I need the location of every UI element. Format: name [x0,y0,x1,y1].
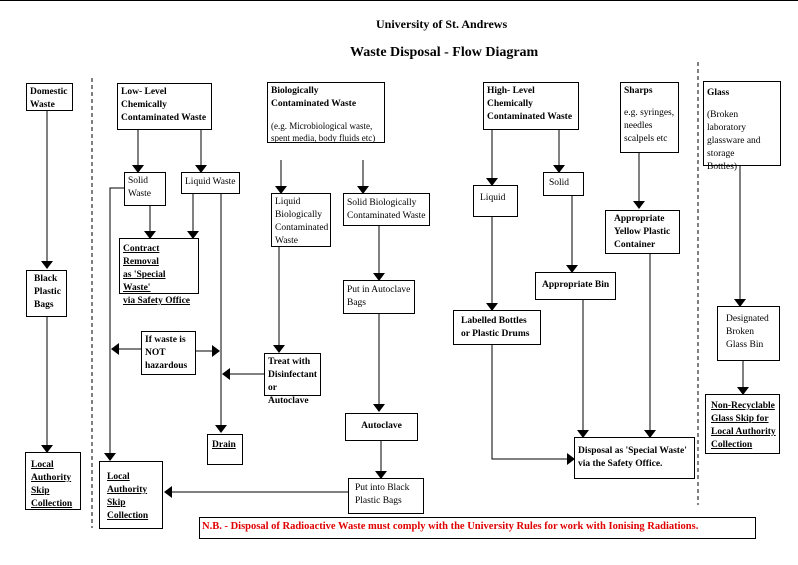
node-solid-waste: Solid Waste [124,172,166,206]
node-glass: Glass (Broken laboratory glassware and s… [703,81,781,172]
node-domestic-waste: Domestic Waste [26,83,73,111]
node-yellow-container: Appropriate Yellow Plastic Container [605,210,680,254]
edge-bottles-special [491,344,575,465]
glass-title: Glass [707,88,730,98]
sharps-examples: e.g. syringes, needles scalpels etc [624,108,675,144]
node-local-authority-skip-2: Local Authority Skip Collection [99,461,163,529]
node-black-plastic-bags: Black Plastic Bags [26,270,67,317]
node-black-bags-2: Put into Black Plastic Bags [348,478,424,514]
node-contract-removal: Contract Removal as 'Special Waste' via … [119,238,199,306]
node-hl-liquid: Liquid [473,185,518,217]
node-solid-biological: Solid Biologically Contaminated Waste [343,193,430,226]
edge-solid-skip [104,187,124,461]
top-border [0,0,798,1]
node-special-waste: Disposal as 'Special Waste' via the Safe… [574,437,695,479]
node-glass-bin: Designated Broken Glass Bin [717,306,780,361]
institution-heading: University of St. Andrews [376,17,508,31]
node-treat-disinfectant: Treat with Disinfectant or Autoclave [264,353,321,406]
radioactive-waste-note: N.B. - Disposal of Radioactive Waste mus… [199,517,756,539]
page-title: Waste Disposal - Flow Diagram [350,45,539,60]
bio-title: Biologically Contaminated Waste [271,86,357,109]
node-liquid-biological: Liquid Biologically Contaminated Waste [271,193,331,247]
node-sharps: Sharps e.g. syringes, needles scalpels e… [620,82,679,153]
sharps-title: Sharps [624,86,653,96]
node-labelled-bottles: Labelled Bottles or Plastic Drums [453,310,541,345]
node-high-level-chemical: High- Level Chemically Contaminated Wast… [483,82,579,130]
node-autoclave: Autoclave [345,413,418,441]
glass-examples: (Broken laboratory glassware and storage… [707,110,761,172]
node-liquid-waste: Liquid Waste [181,172,240,194]
node-biologically-contaminated: Biologically Contaminated Waste (e.g. Mi… [267,82,385,143]
node-glass-skip: Non-Recyclable Glass Skip for Local Auth… [705,394,780,454]
node-not-hazardous: If waste is NOT hazardous [141,331,196,375]
node-local-authority-skip-1: Local Authority Skip Collection [25,452,81,510]
node-hl-solid: Solid [543,172,584,196]
node-low-level-chemical: Low- Level Chemically Contaminated Waste [117,83,212,130]
bio-examples: (e.g. Microbiological waste, spent media… [271,121,376,143]
node-drain: Drain [207,434,243,465]
node-autoclave-bags: Put in Autoclave Bags [343,280,415,314]
node-appropriate-bin: Appropriate Bin [535,272,616,300]
